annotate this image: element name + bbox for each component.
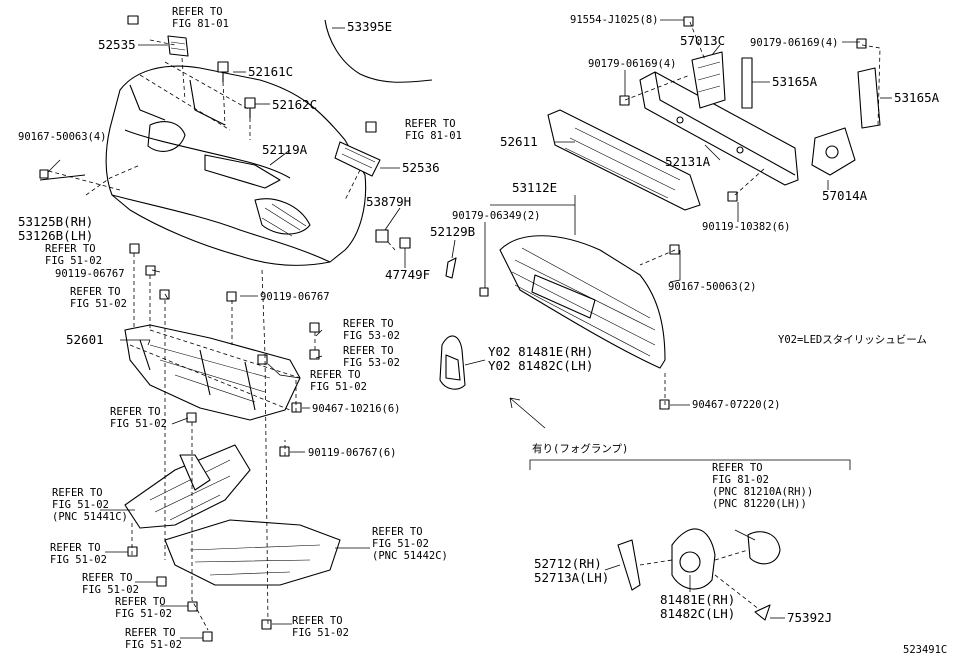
refer-51-02-e-line1: REFER TO [50, 542, 101, 554]
refer-51-02-d-line2: FIG 51-02 [110, 418, 167, 430]
refer-51-02-b-line1: REFER TO [70, 286, 121, 298]
part-90179-06349: 90179-06349(2) [452, 210, 541, 222]
refer-53-02-b-line2: FIG 53-02 [343, 357, 400, 369]
part-53126b-lh: 53126B(LH) [18, 228, 93, 243]
fog-section-bracket [529, 459, 851, 470]
part-90119-06767-a: 90119-06767 [55, 268, 125, 280]
refer-51-02-c-line2: FIG 51-02 [310, 381, 367, 393]
part-52535: 52535 [98, 37, 136, 52]
labels: REFER TO FIG 81-01 52535 52161C 53395E 5… [18, 6, 947, 656]
part-53165a-center: 53165A [772, 74, 818, 89]
refer-51441c-line1: REFER TO [52, 487, 103, 499]
fog-lamp-parts-drawing [617, 528, 781, 621]
part-57013c: 57013C [680, 33, 725, 48]
refer-81-02-line4: (PNC 81220(LH)) [712, 498, 807, 510]
refer-81-01-top-line2: FIG 81-01 [172, 18, 229, 30]
bracket-52535-drawing [127, 15, 189, 57]
part-90119-06767-b: 90119-06767 [260, 291, 330, 303]
refer-51-02-c-line1: REFER TO [310, 369, 361, 381]
part-90167-50063-4: 90167-50063(4) [18, 131, 107, 143]
refer-51-02-i-line1: REFER TO [292, 615, 343, 627]
refer-51-02-i-line2: FIG 51-02 [292, 627, 349, 639]
leader-lines [47, 19, 892, 639]
strip-53395e-drawing [324, 19, 433, 83]
refer-51-02-a-line1: REFER TO [45, 243, 96, 255]
part-52536: 52536 [402, 160, 440, 175]
refer-51-02-d-line1: REFER TO [110, 406, 161, 418]
part-52712-rh: 52712(RH) [534, 556, 602, 571]
absorber-52611-drawing [547, 109, 701, 211]
part-52161c: 52161C [248, 64, 293, 79]
part-57014a: 57014A [822, 188, 868, 203]
moulding-52129b-drawing [445, 257, 457, 279]
refer-51-02-b-line2: FIG 51-02 [70, 298, 127, 310]
refer-81-01-mid-line1: REFER TO [405, 118, 456, 130]
splash-shields-drawing [124, 444, 341, 586]
fog-section-title: 有り(フォグランプ) [532, 442, 628, 455]
part-90119-10382: 90119-10382(6) [702, 221, 791, 233]
part-y02-81481e-rh: Y02 81481E(RH) [488, 344, 593, 359]
part-90179-06169-mid: 90179-06169(4) [588, 58, 677, 70]
part-90467-07220: 90467-07220(2) [692, 399, 781, 411]
part-52131a: 52131A [665, 154, 711, 169]
part-52162c: 52162C [272, 97, 317, 112]
brackets-drawing [619, 16, 881, 202]
part-75392j: 75392J [787, 610, 832, 625]
refer-53-02-a-line1: REFER TO [343, 318, 394, 330]
part-52611: 52611 [500, 134, 538, 149]
fasteners-drawing [127, 243, 320, 642]
refer-51-02-e-line2: FIG 51-02 [50, 554, 107, 566]
part-52129b: 52129B [430, 224, 475, 239]
clips-drawing [217, 61, 256, 118]
refer-51-02-g-line2: FIG 51-02 [115, 608, 172, 620]
assembly-lines [44, 21, 881, 631]
refer-81-02-line1: REFER TO [712, 462, 763, 474]
part-y02-81482c-lh: Y02 81482C(LH) [488, 358, 593, 373]
part-53879h: 53879H [366, 194, 411, 209]
refer-51441c-line2: FIG 51-02 [52, 499, 109, 511]
refer-81-02-line2: FIG 81-02 [712, 474, 769, 486]
part-53125b-rh: 53125B(RH) [18, 214, 93, 229]
refer-51442c-line3: (PNC 51442C) [372, 550, 448, 562]
front-bumper-cover-drawing [105, 65, 367, 266]
refer-51-02-h-line1: REFER TO [125, 627, 176, 639]
part-91554-j1025: 91554-J1025(8) [570, 14, 659, 26]
refer-51441c-line3: (PNC 51441C) [52, 511, 128, 523]
grille-53112e-drawing [479, 235, 680, 410]
refer-81-01-mid-line2: FIG 81-01 [405, 130, 462, 142]
reinforcement-52131a-drawing [639, 71, 799, 186]
part-53395e: 53395E [347, 19, 392, 34]
refer-53-02-a-line2: FIG 53-02 [343, 330, 400, 342]
part-90179-06169-top: 90179-06169(4) [750, 37, 839, 49]
part-52713a-lh: 52713A(LH) [534, 570, 609, 585]
refer-51442c-line1: REFER TO [372, 526, 423, 538]
refer-51-02-f-line1: REFER TO [82, 572, 133, 584]
refer-51-02-g-line1: REFER TO [115, 596, 166, 608]
refer-51442c-line2: FIG 51-02 [372, 538, 429, 550]
part-52601: 52601 [66, 332, 104, 347]
part-53112e: 53112E [512, 180, 557, 195]
note-y02: Y02=LEDスタイリッシュビーム [778, 334, 927, 346]
part-52119a: 52119A [262, 142, 308, 157]
part-53165a-right: 53165A [894, 90, 940, 105]
refer-81-02-line3: (PNC 81210A(RH)) [712, 486, 813, 498]
refer-81-01-top-line1: REFER TO [172, 6, 223, 18]
refer-53-02-b-line1: REFER TO [343, 345, 394, 357]
part-90167-50063-2: 90167-50063(2) [668, 281, 757, 293]
diagram-code: 523491C [903, 644, 947, 656]
part-90119-06767-6: 90119-06767(6) [308, 447, 397, 459]
part-81482c-lh: 81482C(LH) [660, 606, 735, 621]
refer-51-02-f-line2: FIG 51-02 [82, 584, 139, 596]
direction-arrow [509, 397, 546, 429]
part-90467-10216: 90467-10216(6) [312, 403, 401, 415]
part-47749f: 47749F [385, 267, 430, 282]
refer-51-02-a-line2: FIG 51-02 [45, 255, 102, 267]
part-81481e-rh: 81481E(RH) [660, 592, 735, 607]
lamp-cover-y02-drawing [439, 335, 466, 390]
clips-53879h-drawing [375, 229, 411, 249]
refer-51-02-h-line2: FIG 51-02 [125, 639, 182, 651]
bracket-52536-drawing [334, 121, 381, 177]
